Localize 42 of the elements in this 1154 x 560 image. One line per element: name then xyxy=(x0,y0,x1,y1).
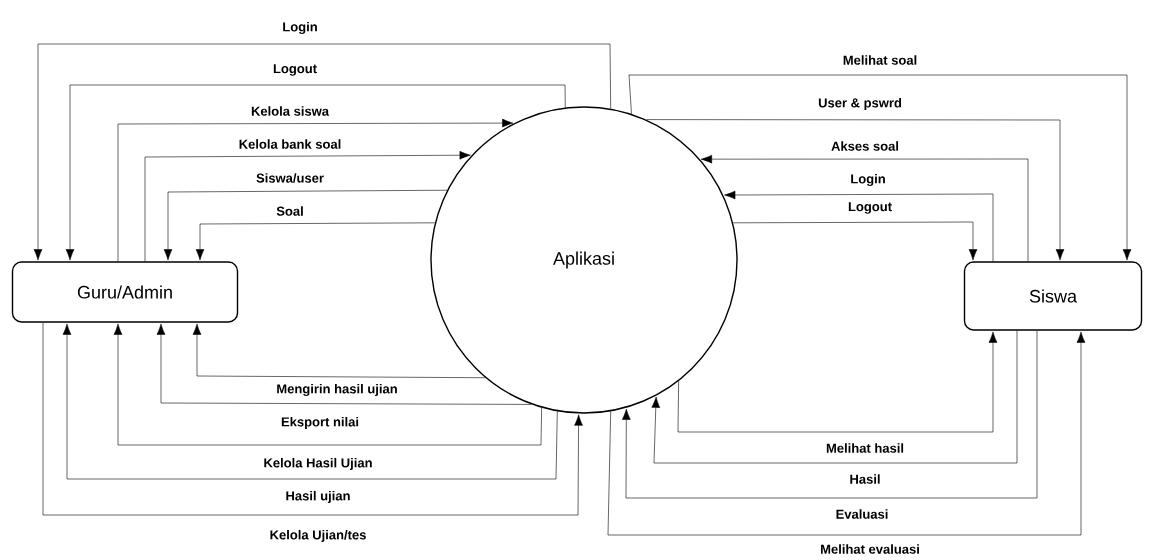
arrow xyxy=(651,330,1018,464)
arrow xyxy=(677,331,998,433)
edge-label: Hasil ujian xyxy=(284,489,352,505)
edge-label: Login xyxy=(281,20,319,36)
arrow xyxy=(117,118,514,262)
edge-label: Mengirin hasil ujian xyxy=(275,382,399,398)
arrow xyxy=(646,119,1065,261)
edge-label: Logout xyxy=(272,63,318,77)
arrow xyxy=(163,189,448,261)
arrow xyxy=(724,190,994,262)
entity-box: Guru/Admin xyxy=(11,261,239,323)
edge-label: Kelola bank soal xyxy=(237,138,343,150)
edge-label: Siswa/user xyxy=(255,172,325,184)
edge-label: Login xyxy=(849,172,887,188)
arrow xyxy=(607,331,1086,536)
edge-label: Hasil xyxy=(848,473,882,485)
arrow xyxy=(195,222,436,261)
arrow xyxy=(192,323,486,379)
arrow xyxy=(62,323,558,480)
arrow xyxy=(144,150,471,262)
edge-label: Evaluasi xyxy=(834,508,890,520)
edge-label: Eksport nilai xyxy=(280,415,360,431)
edge-label: Akses soal xyxy=(830,140,900,152)
arrow xyxy=(700,154,1029,262)
arrow xyxy=(732,221,978,261)
edge-label: Soal xyxy=(275,205,305,217)
edge-label: Kelola Hasil Ujian xyxy=(262,456,374,472)
edge-label: Melihat soal xyxy=(841,54,919,66)
arrow xyxy=(42,322,583,516)
arrow xyxy=(65,84,566,261)
edge-label: Melihat evaluasi xyxy=(819,543,921,555)
arrow xyxy=(113,323,542,446)
arrow xyxy=(622,330,1038,499)
arrow xyxy=(156,323,532,405)
edge-label: Kelola Ujian/tes xyxy=(268,528,368,544)
entity-box: Siswa xyxy=(963,261,1143,331)
arrow xyxy=(628,74,1132,261)
edge-label: Melihat hasil xyxy=(825,442,905,454)
edge-label: User & pswrd xyxy=(817,96,903,112)
arrow xyxy=(33,43,611,261)
edge-label: Logout xyxy=(847,201,894,215)
edge-label: Kelola siswa xyxy=(250,105,330,117)
